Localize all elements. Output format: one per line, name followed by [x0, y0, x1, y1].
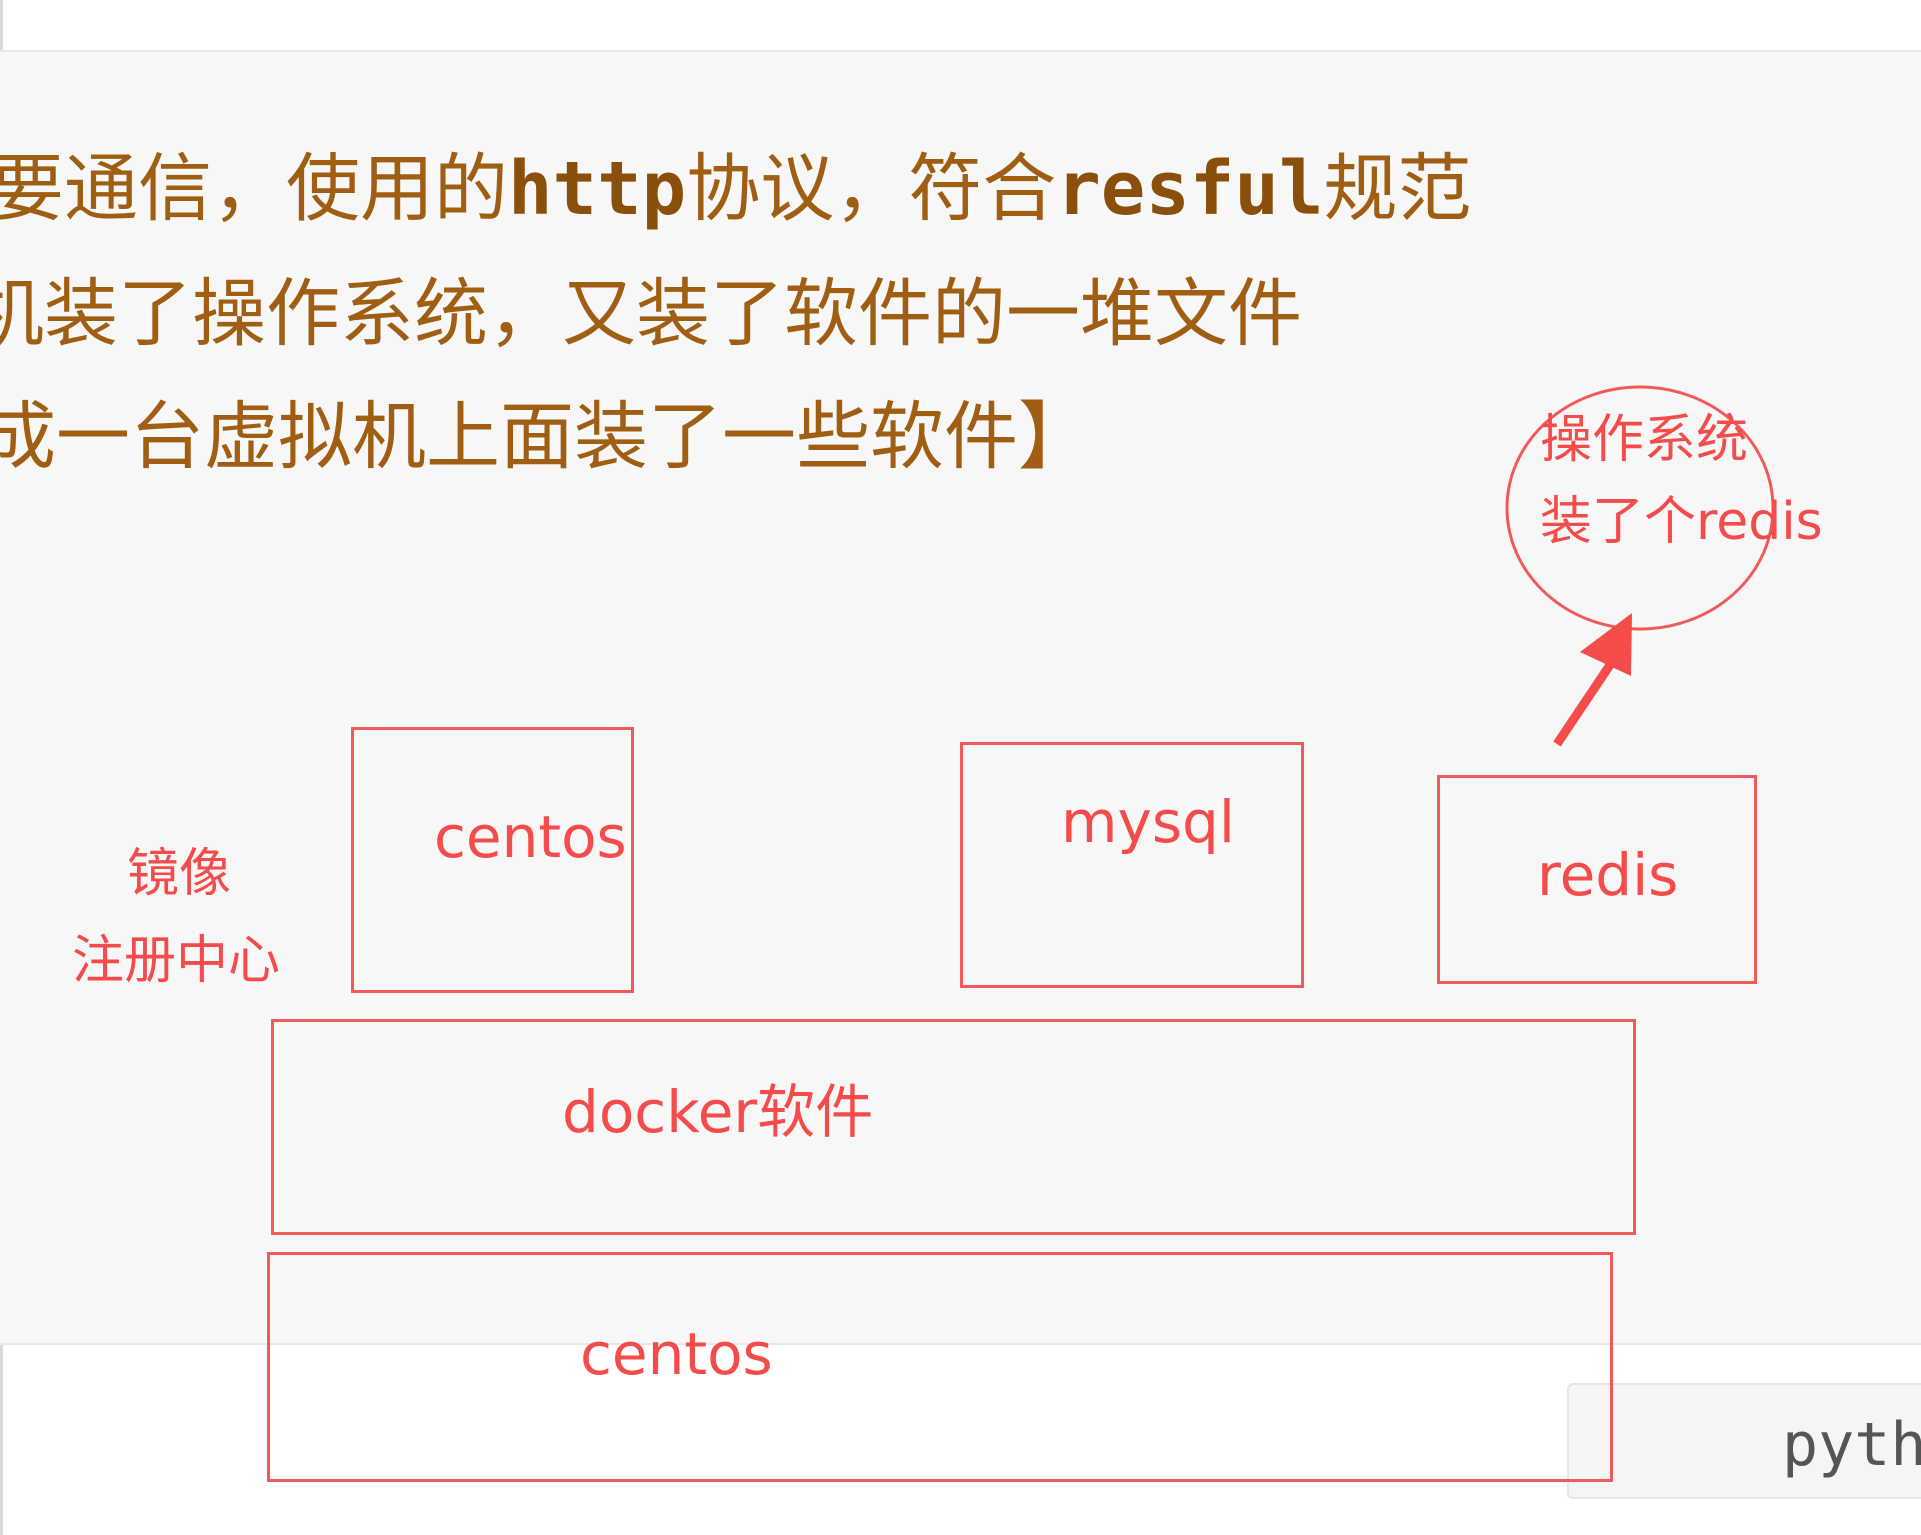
code-line-2: 机装了操作系统，又装了软件的一堆文件	[0, 271, 1302, 357]
code-line-1-part-a: 要通信，使用的	[0, 146, 508, 232]
code-keyword-resful: resful	[1056, 146, 1324, 232]
code-keyword-http: http	[508, 146, 687, 232]
code-line-1: 要通信，使用的http协议，符合resful规范	[0, 152, 1472, 226]
code-line-1-part-e: 规范	[1323, 146, 1472, 232]
language-tag-label: python	[1782, 1410, 1921, 1480]
code-line-1-part-c: 协议，符合	[686, 146, 1057, 232]
code-block-panel: 要通信，使用的http协议，符合resful规范 机装了操作系统，又装了软件的一…	[0, 50, 1921, 1345]
language-tag[interactable]: python	[1567, 1383, 1921, 1499]
code-line-3: 成一台虚拟机上面装了一些软件】	[0, 394, 1092, 480]
